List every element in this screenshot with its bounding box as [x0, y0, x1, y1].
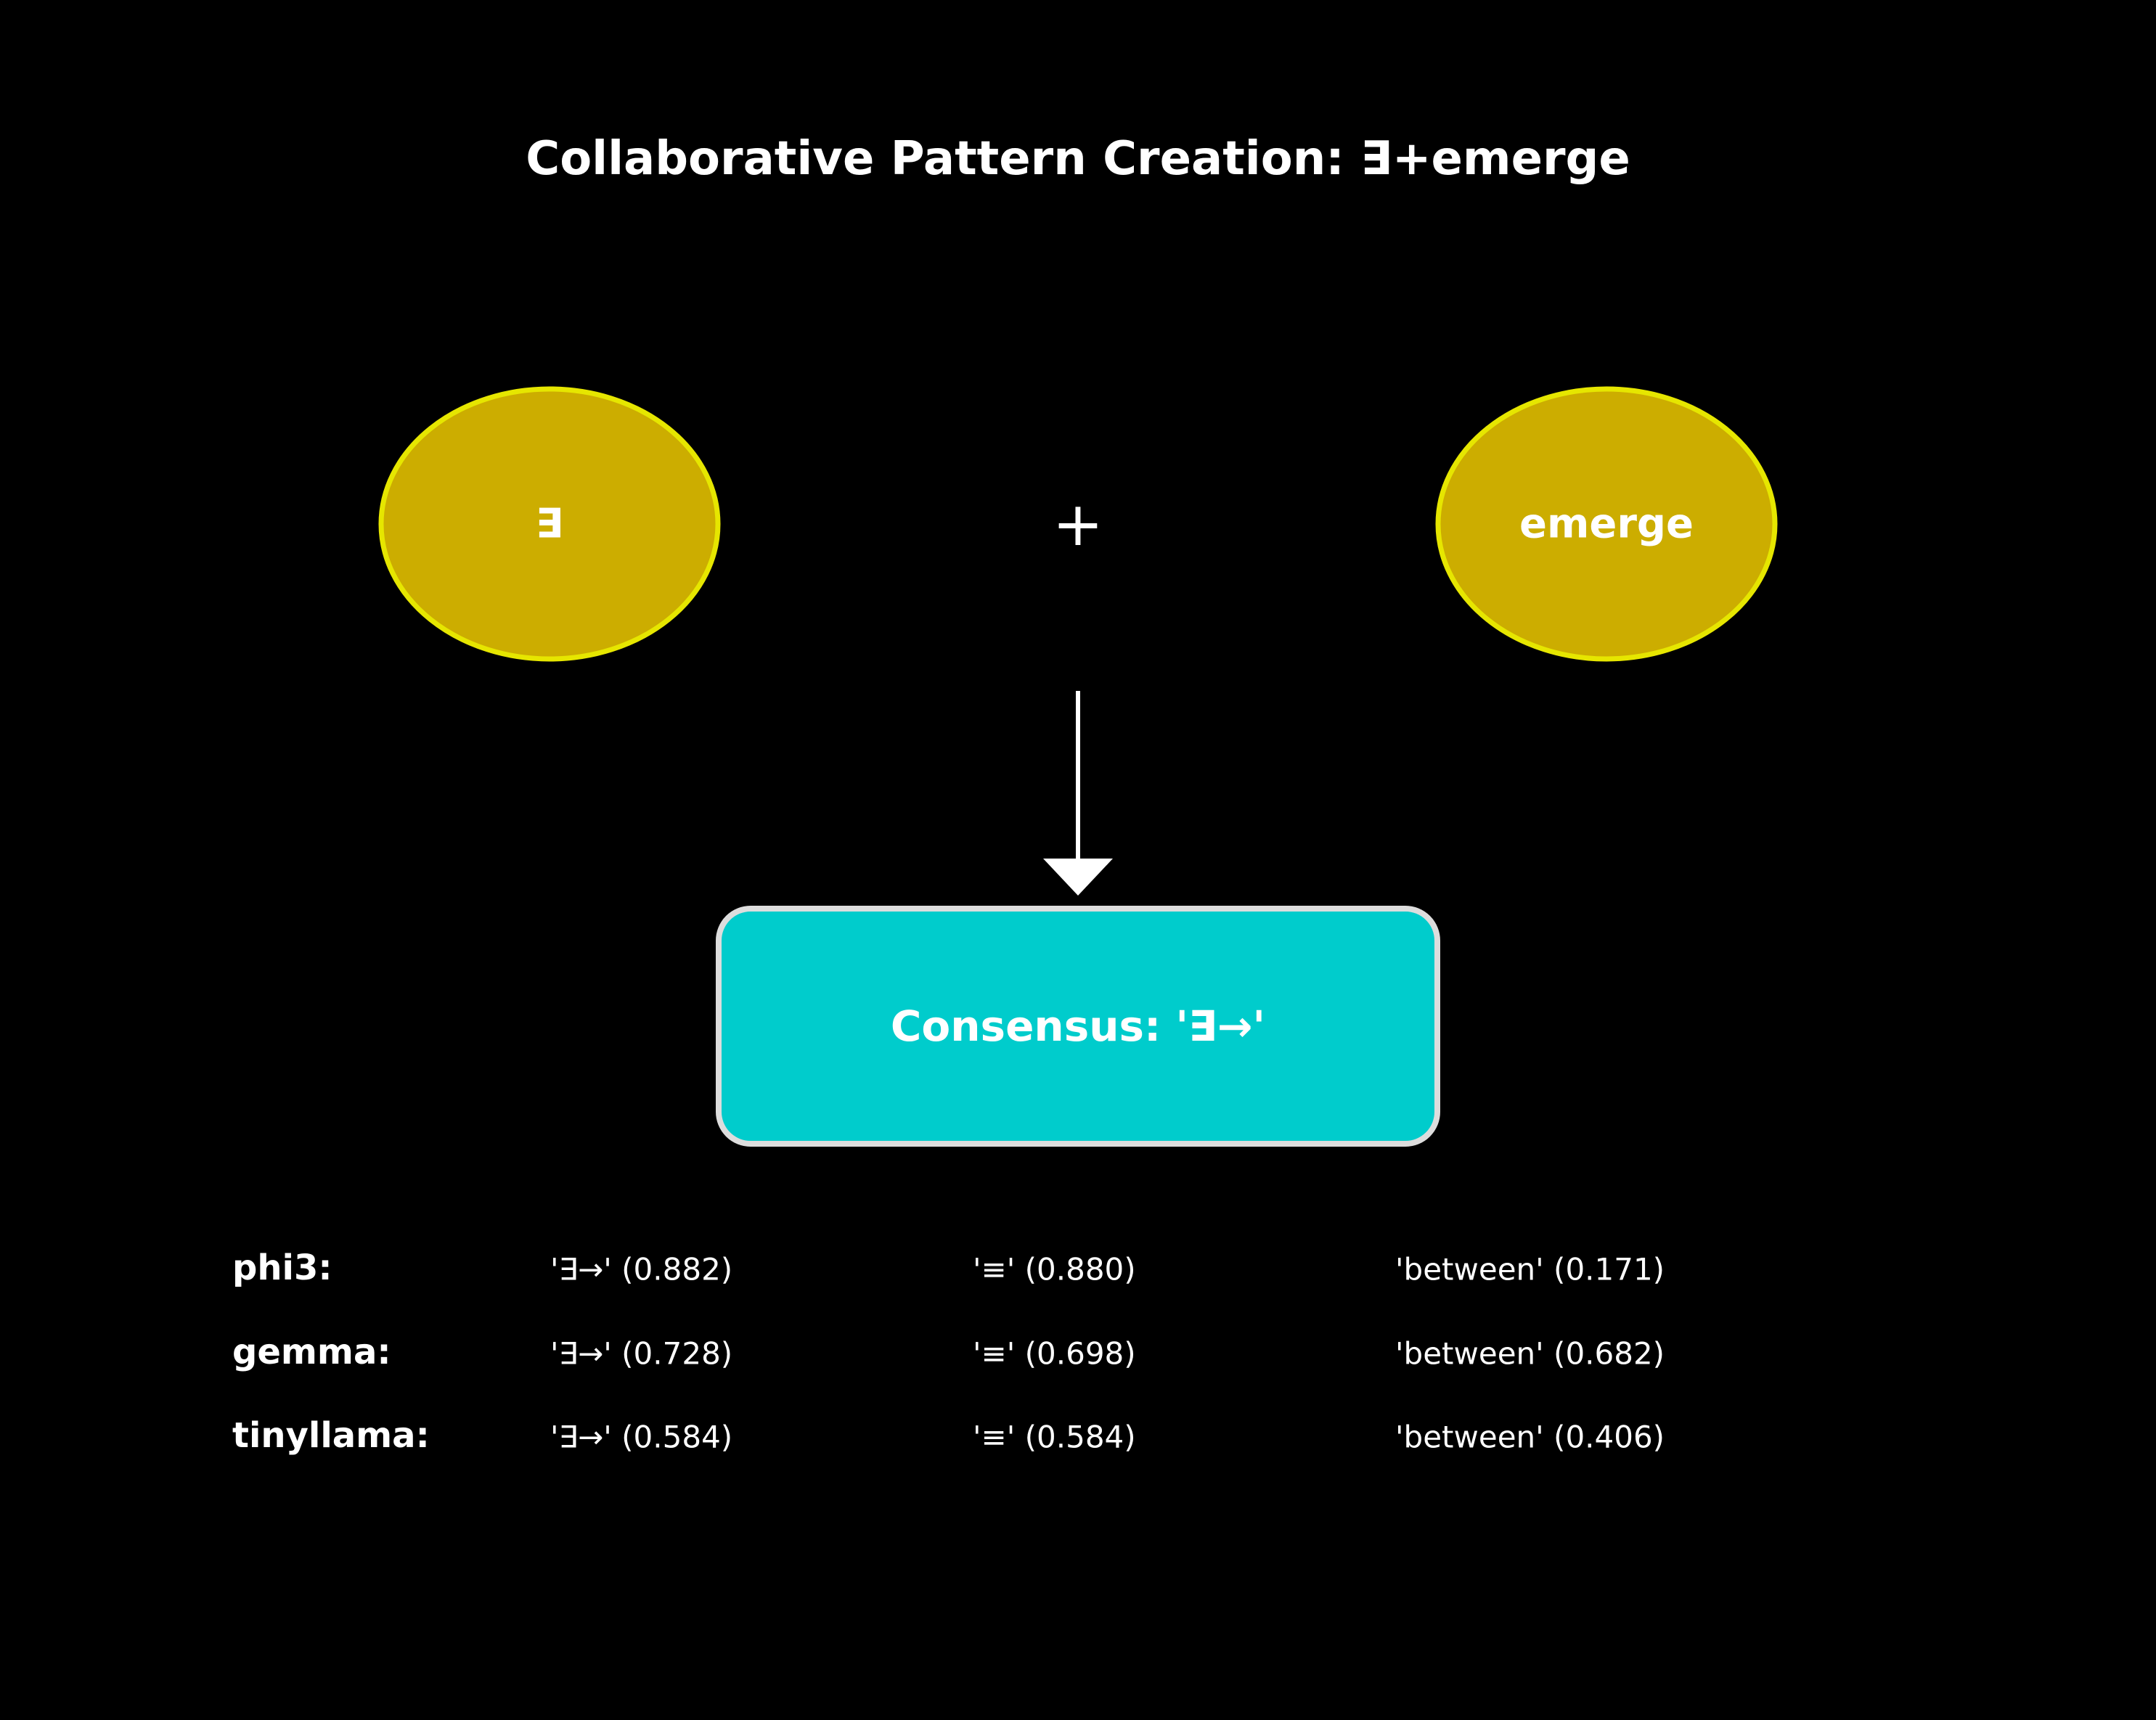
model-name: tinyllama: [232, 1415, 430, 1456]
arrow-head [1043, 859, 1113, 896]
model-scores: phi3: '∃→' (0.882) '≡' (0.880) 'between'… [232, 1248, 1665, 1456]
input-node-right [1435, 386, 1778, 662]
model-name: gemma: [232, 1332, 391, 1372]
model-row-phi3: phi3: '∃→' (0.882) '≡' (0.880) 'between'… [232, 1248, 1665, 1288]
consensus-box [716, 906, 1440, 1147]
score-cell: 'between' (0.171) [1395, 1252, 1665, 1287]
model-row-tinyllama: tinyllama: '∃→' (0.584) '≡' (0.584) 'bet… [232, 1415, 1665, 1456]
plus-operator: + [1053, 488, 1103, 560]
score-cell: '∃→' (0.584) [550, 1420, 732, 1455]
score-cell: 'between' (0.682) [1395, 1336, 1665, 1372]
model-row-gemma: gemma: '∃→' (0.728) '≡' (0.698) 'between… [232, 1332, 1665, 1372]
consensus-label: Consensus: '∃→' [891, 1002, 1265, 1051]
input-node-right-label: emerge [1519, 501, 1694, 548]
score-cell: '≡' (0.584) [973, 1420, 1136, 1455]
score-cell: '∃→' (0.728) [550, 1336, 732, 1372]
input-node-left-label: ∃ [536, 501, 563, 548]
model-name: phi3: [232, 1248, 332, 1288]
input-node-left [378, 386, 721, 662]
score-cell: '≡' (0.880) [973, 1252, 1136, 1287]
score-cell: '≡' (0.698) [973, 1336, 1136, 1372]
score-cell: 'between' (0.406) [1395, 1420, 1665, 1455]
diagram-title: Collaborative Pattern Creation: ∃+emerge [526, 132, 1630, 186]
score-cell: '∃→' (0.882) [550, 1252, 732, 1287]
